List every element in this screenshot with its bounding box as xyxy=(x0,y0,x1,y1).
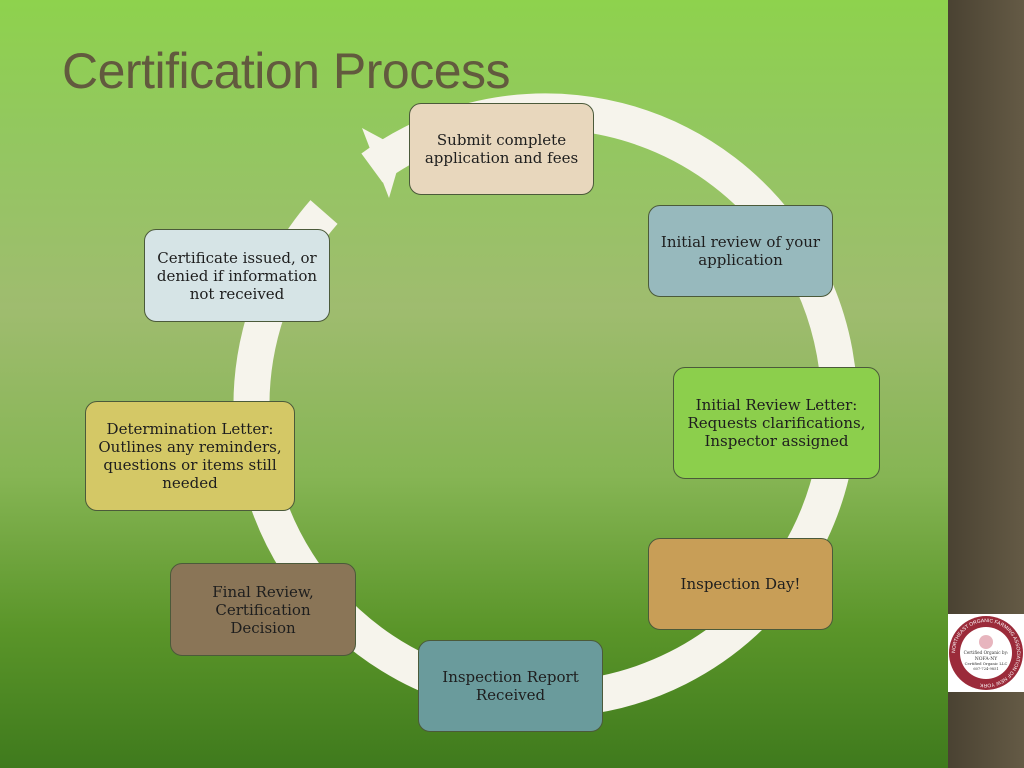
seal-line4: 607-724-9851 xyxy=(973,667,998,671)
seal-inner-disc xyxy=(960,627,1012,679)
step-label: Initial Review Letter: Requests clarific… xyxy=(687,396,866,450)
step-label: Inspection Report Received xyxy=(442,668,579,704)
page-title: Certification Process xyxy=(62,43,511,99)
step-certificate: Certificate issued, or denied if informa… xyxy=(144,229,330,322)
seal-line3: Certified Organic LLC xyxy=(965,661,1008,666)
step-label: Final Review, Certification Decision xyxy=(212,582,314,637)
step-inspection-report: Inspection Report Received xyxy=(418,640,603,732)
step-inspection-day: Inspection Day! xyxy=(648,538,833,630)
step-label: Certificate issued, or denied if informa… xyxy=(156,248,318,303)
step-initial-review: Initial review of your application xyxy=(648,205,833,297)
seal-icon: NORTHEAST ORGANIC FARMING ASSOCIATION OF… xyxy=(949,616,1023,690)
step-label: Inspection Day! xyxy=(680,575,801,593)
step-final-review: Final Review, Certification Decision xyxy=(170,563,356,656)
step-label: Submit complete application and fees xyxy=(424,131,579,167)
step-label: Determination Letter: Outlines any remin… xyxy=(98,420,282,492)
flower-icon xyxy=(979,635,993,649)
step-review-letter: Initial Review Letter: Requests clarific… xyxy=(673,367,880,479)
seal-line1: Certified Organic by: xyxy=(964,650,1009,655)
nofa-ny-logo: NORTHEAST ORGANIC FARMING ASSOCIATION OF… xyxy=(948,614,1024,692)
step-determination: Determination Letter: Outlines any remin… xyxy=(85,401,295,511)
step-label: Initial review of your application xyxy=(660,233,821,269)
seal-line2: NOFA-NY xyxy=(975,656,998,662)
cycle-arrowhead xyxy=(362,128,403,198)
step-submit: Submit complete application and fees xyxy=(409,103,594,195)
